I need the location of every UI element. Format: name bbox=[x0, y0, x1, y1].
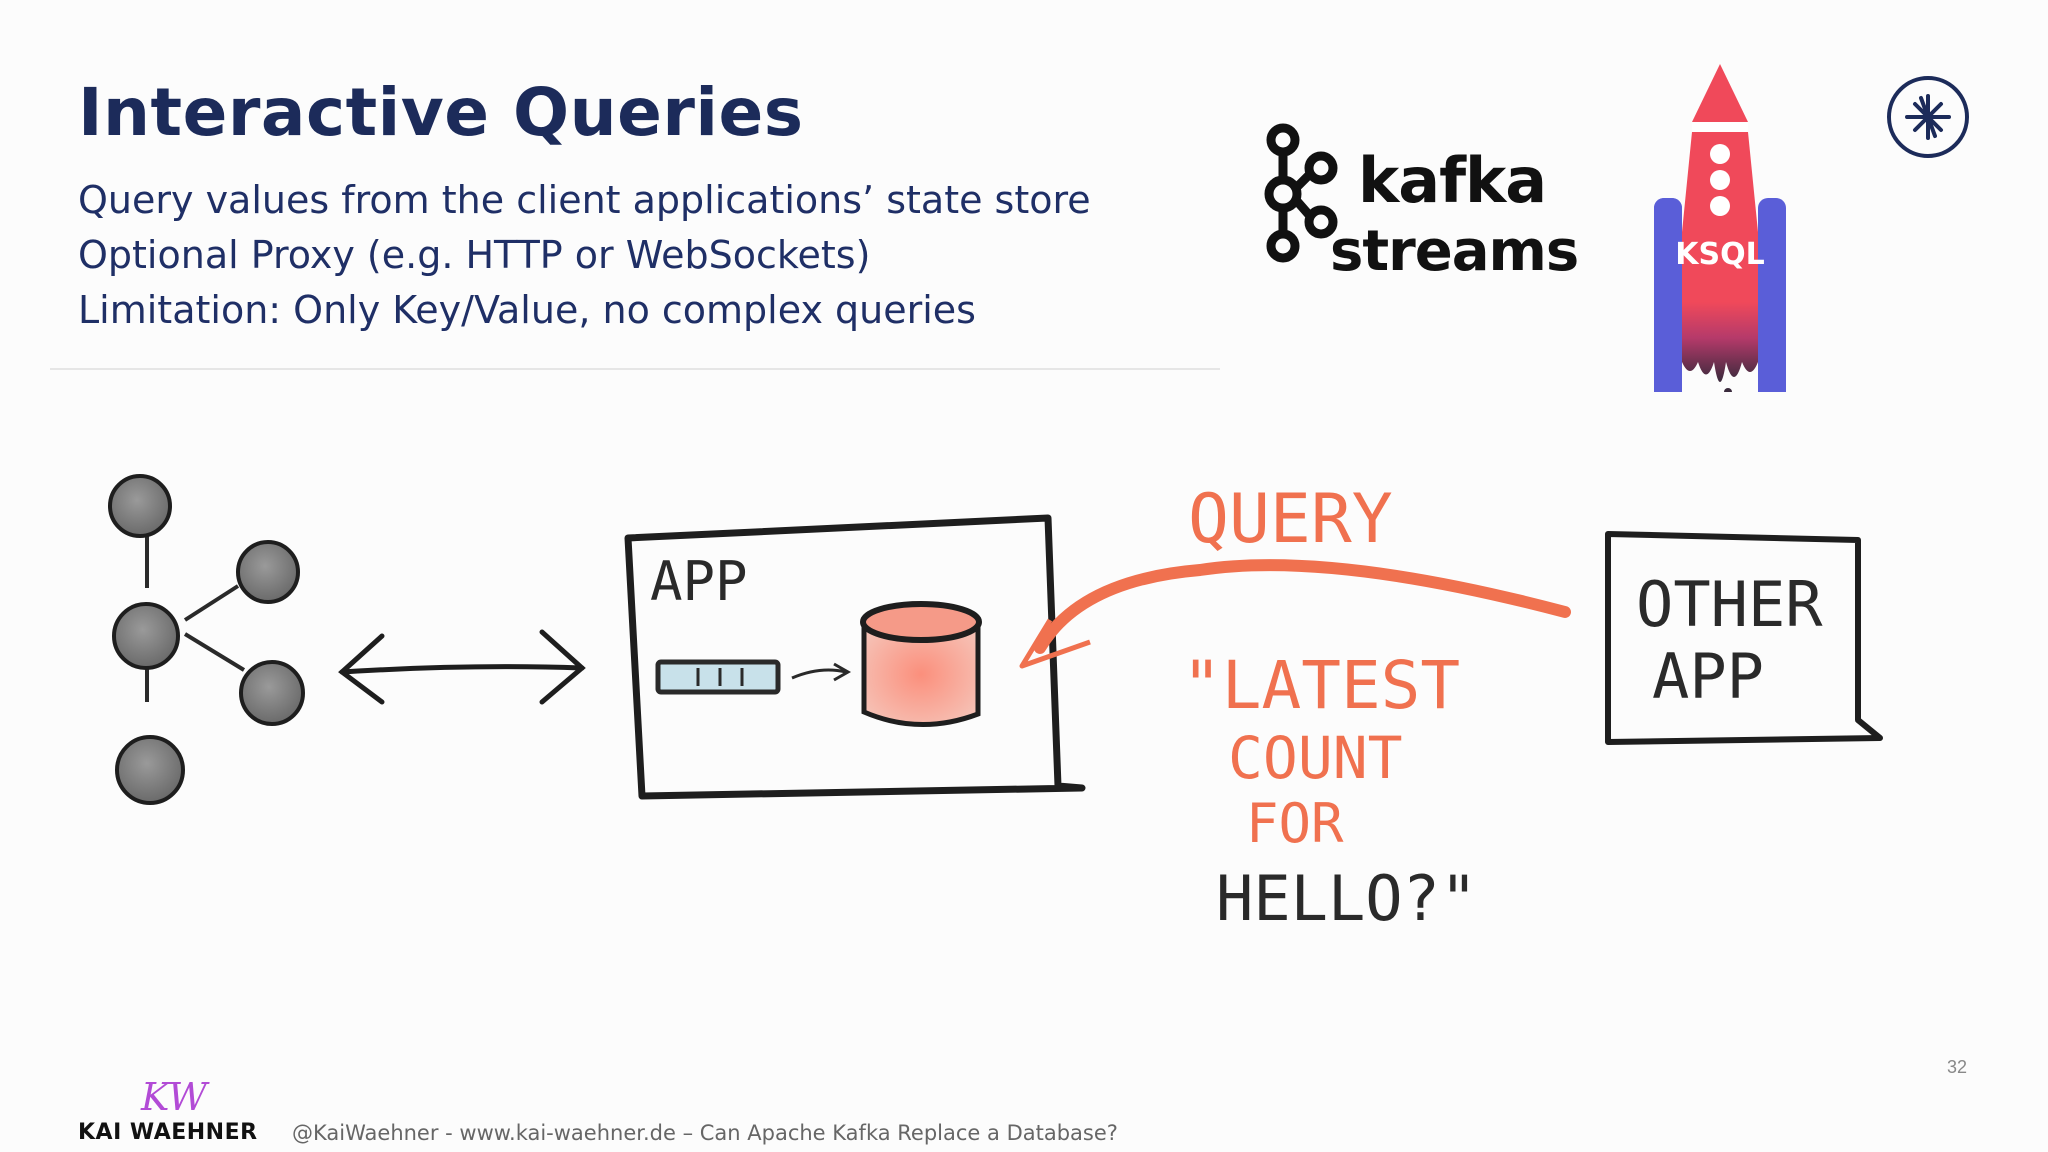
question-line: "LATEST bbox=[1182, 647, 1460, 724]
kw-monogram-text: KW bbox=[140, 1075, 210, 1118]
query-label: QUERY bbox=[1188, 480, 1393, 559]
kafka-cluster-graph bbox=[108, 474, 305, 805]
bullet-item: Optional Proxy (e.g. HTTP or WebSockets) bbox=[78, 233, 871, 277]
bullet-item: Query values from the client application… bbox=[78, 178, 1091, 222]
page-number: 32 bbox=[1947, 1057, 1968, 1077]
kafka-logo-icon bbox=[1264, 123, 1338, 263]
bullet-list: Query values from the client application… bbox=[78, 173, 1091, 338]
bullet-item: Limitation: Only Key/Value, no complex q… bbox=[78, 288, 976, 332]
divider bbox=[50, 368, 1220, 370]
database-icon bbox=[860, 601, 982, 727]
cluster-node bbox=[115, 735, 185, 805]
streams-wordmark: streams bbox=[1330, 219, 1579, 284]
architecture-diagram: APP QUERY "LATEST COUNT FOR HELLO?" bbox=[108, 474, 1883, 935]
cluster-node bbox=[108, 474, 172, 538]
state-store-buffer bbox=[655, 659, 781, 695]
confluent-icon bbox=[1887, 76, 1969, 158]
question-line: COUNT bbox=[1228, 724, 1403, 792]
cluster-node bbox=[112, 602, 180, 670]
other-app-line: OTHER bbox=[1636, 568, 1823, 641]
app-label: APP bbox=[650, 550, 748, 613]
footer-brand: KAI WAEHNER bbox=[78, 1120, 258, 1145]
question-line: HELLO?" bbox=[1216, 862, 1477, 935]
kafka-wordmark: kafka bbox=[1358, 144, 1547, 217]
other-app-box: OTHER APP bbox=[1605, 531, 1883, 745]
cluster-node bbox=[236, 540, 300, 604]
cluster-node bbox=[239, 660, 305, 726]
question-line: FOR bbox=[1246, 792, 1344, 855]
bidirectional-arrow-icon bbox=[338, 629, 586, 705]
slide-title: Interactive Queries bbox=[78, 74, 804, 151]
other-app-line: APP bbox=[1652, 640, 1764, 713]
query-arrow-icon bbox=[1019, 559, 1571, 669]
ksql-rocket-icon: KSQL bbox=[1654, 64, 1786, 392]
footer-caption: @KaiWaehner - www.kai-waehner.de – Can A… bbox=[292, 1121, 1118, 1145]
kw-monogram-logo: KW bbox=[140, 1075, 210, 1118]
ksql-label: KSQL bbox=[1675, 237, 1764, 272]
app-box: APP bbox=[624, 514, 1086, 800]
